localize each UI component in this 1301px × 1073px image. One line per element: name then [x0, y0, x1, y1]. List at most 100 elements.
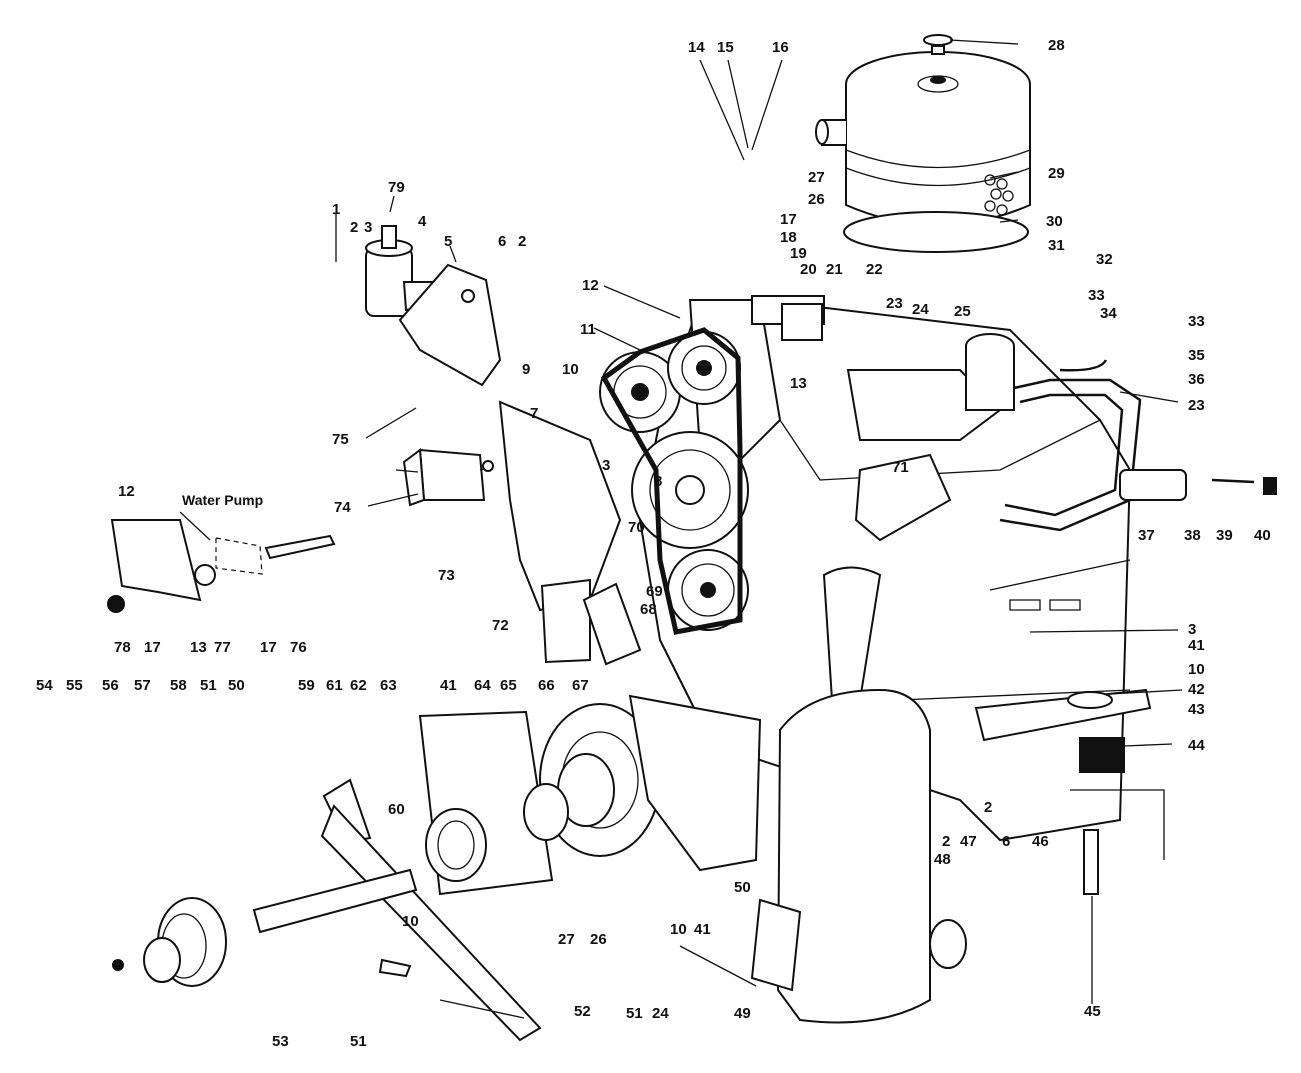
callout-59: 59 [298, 677, 315, 694]
callout-32: 32 [1096, 251, 1113, 268]
callout-15: 15 [717, 39, 734, 56]
callout-7: 7 [530, 405, 538, 422]
callout-49: 49 [734, 1005, 751, 1022]
air-cleaner-icon [815, 34, 1031, 253]
callout-42: 42 [1188, 681, 1205, 698]
callout-33: 33 [1088, 287, 1105, 304]
water-pump-group [107, 519, 336, 613]
callout-58: 58 [170, 677, 187, 694]
callout-66: 66 [538, 677, 555, 694]
callout-3: 3 [602, 457, 610, 474]
callout-29: 29 [1048, 165, 1065, 182]
callout-38: 38 [1184, 527, 1201, 544]
callout-23: 23 [1188, 397, 1205, 414]
callout-18: 18 [780, 229, 797, 246]
callout-26: 26 [808, 191, 825, 208]
callout-17: 17 [260, 639, 277, 656]
callout-35: 35 [1188, 347, 1205, 364]
callout-36: 36 [1188, 371, 1205, 388]
callout-34: 34 [1100, 305, 1117, 322]
callout-69: 69 [646, 583, 663, 600]
callout-17: 17 [780, 211, 797, 228]
callout-39: 39 [1216, 527, 1233, 544]
callout-55: 55 [66, 677, 83, 694]
callout-8: 8 [654, 473, 662, 490]
ignition-coil-icon [365, 225, 502, 387]
callout-54: 54 [36, 677, 53, 694]
callout-77: 77 [214, 639, 231, 656]
fuel-filter-icon [1119, 469, 1277, 501]
callout-70: 70 [628, 519, 645, 536]
callout-3: 3 [1188, 621, 1196, 638]
callout-13: 13 [790, 375, 807, 392]
bracket-72 [540, 578, 591, 664]
callout-24: 24 [652, 1005, 669, 1022]
callout-9: 9 [522, 361, 530, 378]
callout-37: 37 [1138, 527, 1155, 544]
callout-27: 27 [558, 931, 575, 948]
callout-6: 6 [1002, 833, 1010, 850]
callout-48: 48 [934, 851, 951, 868]
callout-25: 25 [954, 303, 971, 320]
callout-62: 62 [350, 677, 367, 694]
callout-72: 72 [492, 617, 509, 634]
fan-shroud-plate [498, 400, 622, 612]
callout-13: 13 [190, 639, 207, 656]
callout-51: 51 [200, 677, 217, 694]
callout-41: 41 [440, 677, 457, 694]
bracket-69 [582, 582, 642, 666]
callout-41: 41 [1188, 637, 1205, 654]
callout-2: 2 [942, 833, 950, 850]
leader-lines [179, 39, 1183, 1019]
callout-44: 44 [1188, 737, 1205, 754]
callout-73: 73 [438, 567, 455, 584]
callout-76: 76 [290, 639, 307, 656]
callout-57: 57 [134, 677, 151, 694]
callout-10: 10 [1188, 661, 1205, 678]
callout-2: 2 [518, 233, 526, 250]
callout-52: 52 [574, 1003, 591, 1020]
callout-31: 31 [1048, 237, 1065, 254]
callout-50: 50 [228, 677, 245, 694]
callout-51: 51 [350, 1033, 367, 1050]
callout-21: 21 [826, 261, 843, 278]
callout-1: 1 [332, 201, 340, 218]
callout-22: 22 [866, 261, 883, 278]
pto-housing-group [320, 694, 762, 1042]
callout-79: 79 [388, 179, 405, 196]
callout-43: 43 [1188, 701, 1205, 718]
voltage-regulator-icon [395, 448, 495, 507]
callout-12: 12 [118, 483, 135, 500]
callout-64: 64 [474, 677, 491, 694]
callout-65: 65 [500, 677, 517, 694]
callout-10: 10 [670, 921, 687, 938]
callout-2: 2 [984, 799, 992, 816]
callout-53: 53 [272, 1033, 289, 1050]
callout-45: 45 [1084, 1003, 1101, 1020]
callout-27: 27 [808, 169, 825, 186]
callout-30: 30 [1046, 213, 1063, 230]
callout-50: 50 [734, 879, 751, 896]
callout-16: 16 [772, 39, 789, 56]
callout-3: 3 [364, 219, 372, 236]
callout-74: 74 [334, 499, 351, 516]
callout-51: 51 [626, 1005, 643, 1022]
callout-4: 4 [418, 213, 427, 230]
muffler-icon [750, 566, 1165, 1024]
pulley-icon [599, 327, 749, 635]
callout-56: 56 [102, 677, 119, 694]
callout-5: 5 [444, 233, 452, 250]
callout-67: 67 [572, 677, 589, 694]
callout-41: 41 [694, 921, 711, 938]
callout-10: 10 [562, 361, 579, 378]
callout-24: 24 [912, 301, 929, 318]
callout-12: 12 [582, 277, 599, 294]
callout-26: 26 [590, 931, 607, 948]
callout-47: 47 [960, 833, 977, 850]
callout-28: 28 [1048, 37, 1065, 54]
callout-78: 78 [114, 639, 131, 656]
callout-63: 63 [380, 677, 397, 694]
callout-40: 40 [1254, 527, 1271, 544]
callout-20: 20 [800, 261, 817, 278]
